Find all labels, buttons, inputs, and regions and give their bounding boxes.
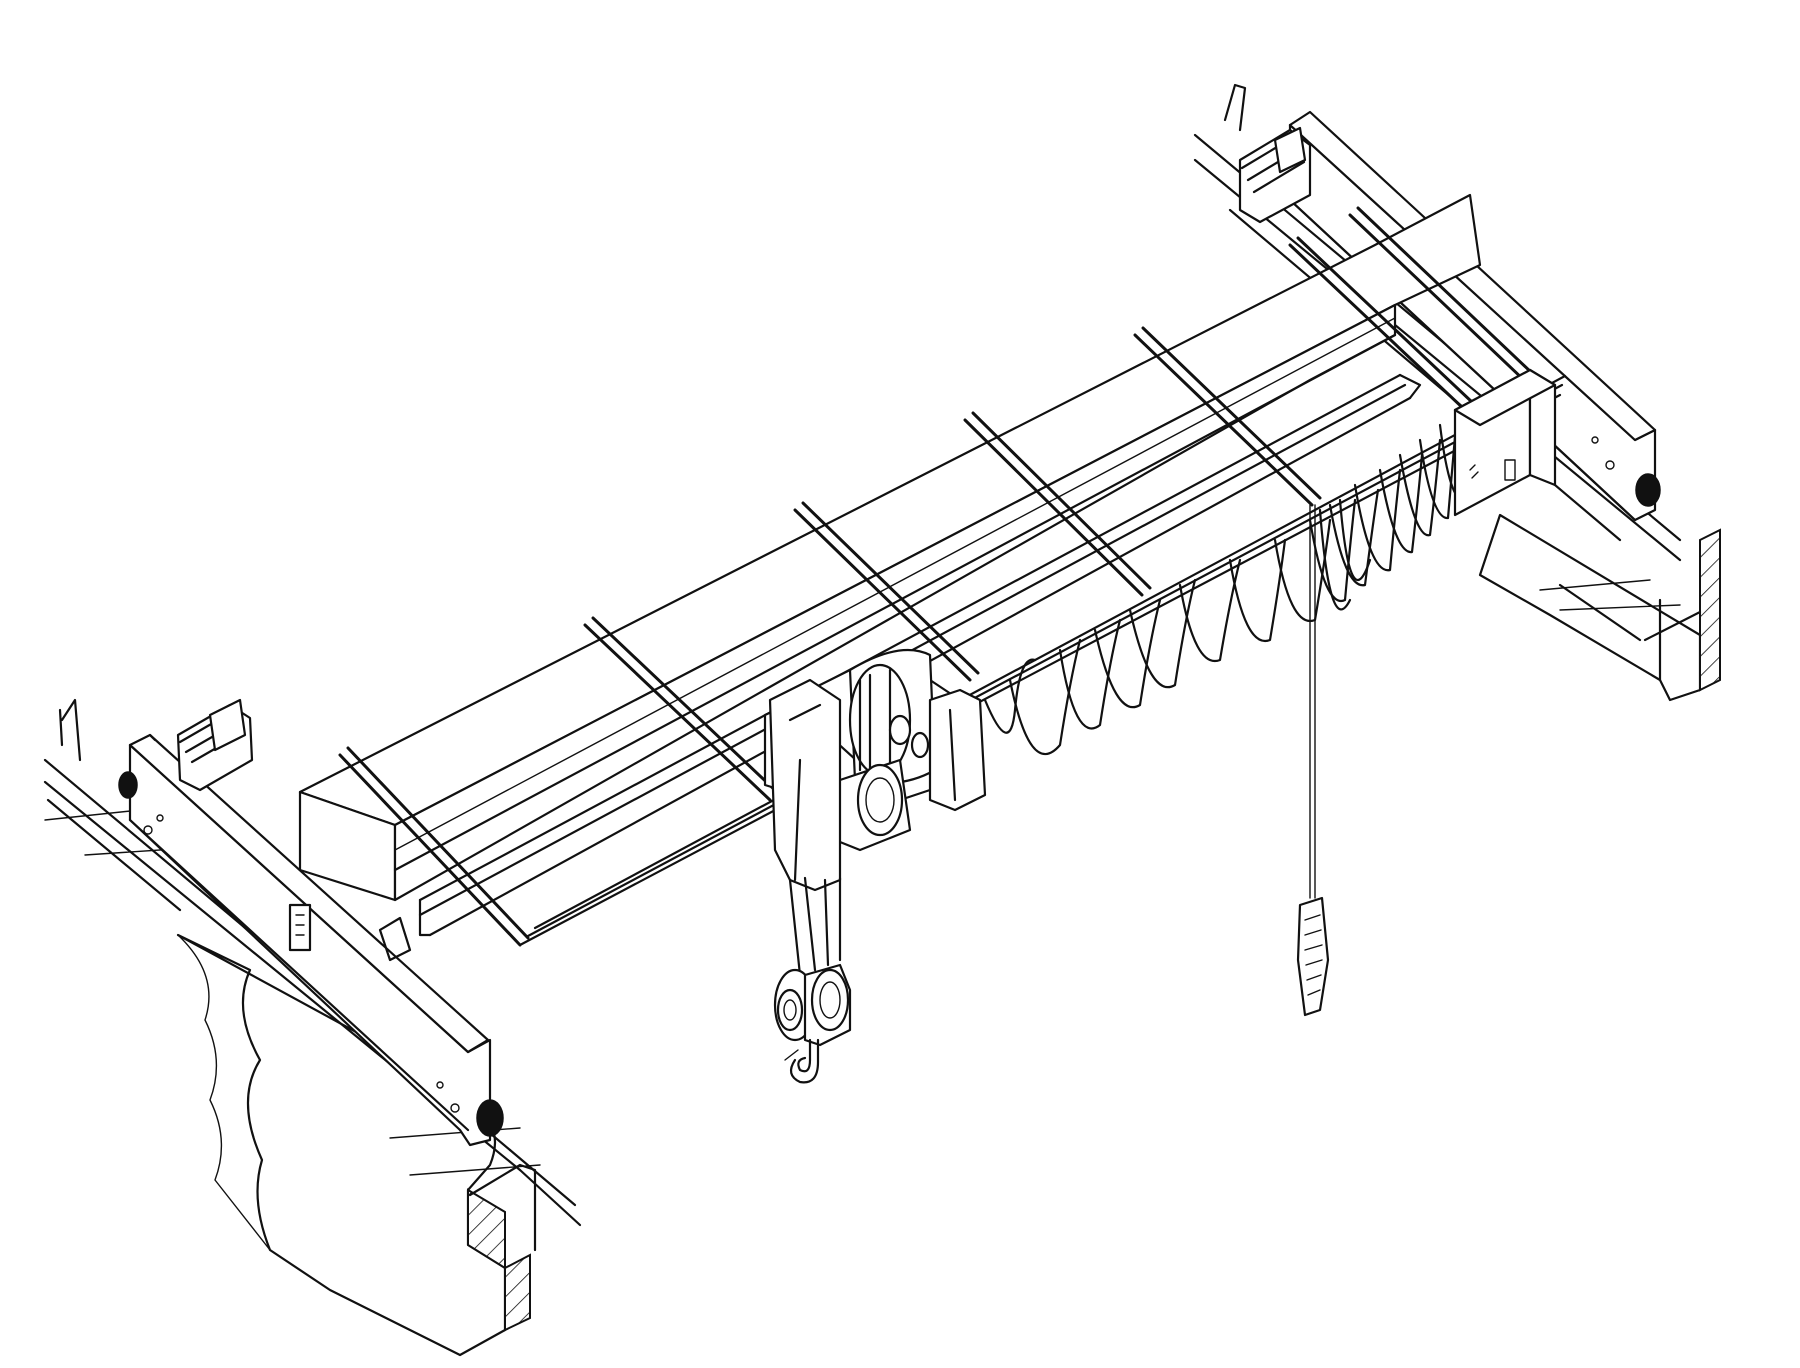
electric-hoist	[763, 648, 987, 892]
pendant-controller	[1296, 504, 1330, 1017]
end-carriage-left	[118, 698, 504, 1147]
control-box	[1453, 368, 1557, 517]
cable-support-brackets	[338, 206, 1567, 947]
runway-beam-left	[176, 933, 537, 1357]
runway-beam-right	[1478, 513, 1721, 702]
hook-block	[773, 876, 852, 1084]
main-girder	[298, 193, 1482, 962]
festoon-cable	[983, 410, 1474, 756]
end-carriage-right	[1238, 110, 1661, 522]
